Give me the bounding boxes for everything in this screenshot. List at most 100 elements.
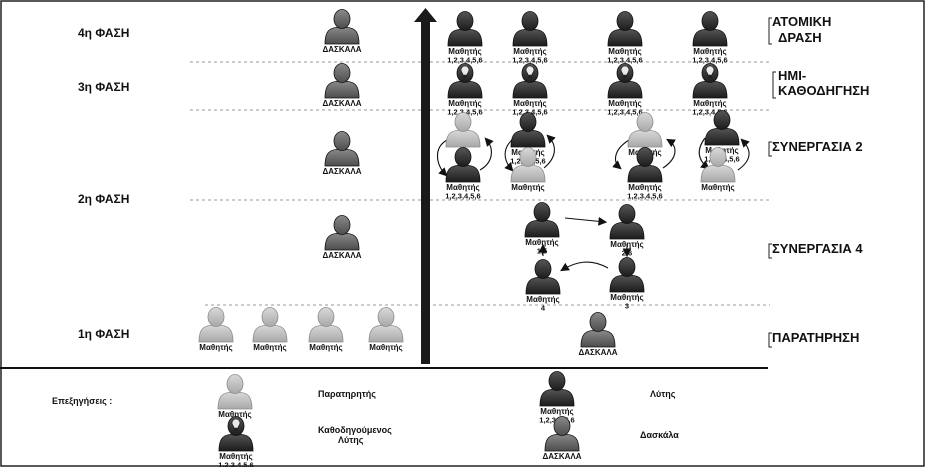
- interaction-arrows: [436, 134, 750, 272]
- student-phase-4-2-head: [521, 11, 539, 31]
- arrow-collab4-top: [564, 216, 608, 226]
- student-collab2-pair2-top-body: [510, 129, 546, 148]
- teacher-collab-2-body: [324, 148, 360, 167]
- arrow-collab4-bottom: [560, 261, 609, 272]
- legend-guided-text-line2: Λύτης: [338, 435, 364, 445]
- student-collab2-pair3-bottom-body: [627, 164, 663, 183]
- student-collab4-3-body: [609, 274, 645, 293]
- teacher-phase-3-body: [324, 80, 360, 99]
- student-collab2-pair1-bottom-caption-1: Μαθητής: [446, 183, 479, 192]
- teacher-phase-1-caption-1: ΔΑΣΚΑΛΑ: [579, 348, 618, 357]
- student-collab4-3-caption-2: 3: [625, 302, 629, 311]
- student-collab2-pair4-top-head: [713, 110, 731, 130]
- category-semi-line1: ΗΜΙ-: [778, 68, 806, 83]
- category-brackets: [768, 17, 776, 348]
- phase-labels: 4η ΦΑΣΗ 3η ΦΑΣΗ 2η ΦΑΣΗ 1η ΦΑΣΗ: [78, 26, 129, 341]
- lightbulb-icon: [705, 65, 715, 76]
- student-collab4-3-head: [618, 257, 636, 277]
- legend: Επεξηγήσεις : Παρατηρητής Λύτης Καθοδηγο…: [52, 389, 679, 445]
- teacher-phase-3-head: [333, 63, 351, 83]
- student-collab2-pair3-bottom-caption-2: 1,2,3,4,5,6: [627, 192, 662, 201]
- student-collab2-pair4-bottom-caption-1: Μαθητής: [701, 183, 734, 192]
- legend-observer-text: Παρατηρητής: [318, 389, 376, 399]
- student-collab2-pair4-top-body: [704, 127, 740, 146]
- teacher-phase-4-body: [324, 26, 360, 45]
- student-collab2-pair2-bottom-head: [519, 147, 537, 167]
- legend-observer-icon-head: [226, 374, 244, 394]
- legend-guided-text-line1: Καθοδηγούμενος: [318, 425, 392, 435]
- student-phase-3-2-body: [512, 80, 548, 99]
- time-axis-arrow: [414, 8, 437, 364]
- student-phase-3-2-caption-2: 1,2,3,4,5,6: [512, 108, 547, 117]
- arrow-pair4-left: [698, 137, 710, 170]
- category-atomic-line2: ΔΡΑΣΗ: [778, 30, 822, 45]
- student-collab4-15-body: [524, 219, 560, 238]
- student-collab4-26-body: [609, 221, 645, 240]
- student-collab4-4-body: [525, 276, 561, 295]
- student-collab2-pair3-top-head: [636, 112, 654, 132]
- student-observer-4-caption-1: Μαθητής: [369, 343, 402, 352]
- student-collab4-26-caption-2: 2,6: [622, 249, 632, 258]
- student-observer-2-head: [261, 307, 279, 327]
- student-collab2-pair1-bottom-body: [445, 164, 481, 183]
- student-collab2-pair1-bottom-head: [454, 147, 472, 167]
- phase-2-label: 2η ΦΑΣΗ: [78, 192, 129, 206]
- student-phase-3-1-caption-2: 1,2,3,4,5,6: [447, 108, 482, 117]
- student-collab4-4-caption-2: 4: [541, 304, 546, 313]
- student-phase-4-1-caption-1: Μαθητής: [448, 47, 481, 56]
- student-phase-3-4-body: [692, 80, 728, 99]
- student-phase-3-1-caption-1: Μαθητής: [448, 99, 481, 108]
- lightbulb-icon: [525, 65, 535, 76]
- student-phase-4-1-body: [447, 28, 483, 47]
- student-observer-4-head: [377, 307, 395, 327]
- phase-1-label: 1η ΦΑΣΗ: [78, 327, 129, 341]
- student-phase-3-4-caption-2: 1,2,3,4,5,6: [692, 108, 727, 117]
- student-observer-3-caption-1: Μαθητής: [309, 343, 342, 352]
- student-phase-4-4-caption-2: 1,2,3,4,5,6: [692, 56, 727, 65]
- student-observer-2-caption-1: Μαθητής: [253, 343, 286, 352]
- student-phase-4-3-caption-2: 1,2,3,4,5,6: [607, 56, 642, 65]
- legend-observer-icon-body: [217, 391, 253, 410]
- legend-teacher-icon-body: [544, 433, 580, 452]
- teacher-collab-2-caption-1: ΔΑΣΚΑΛΑ: [323, 167, 362, 176]
- student-observer-2: Μαθητής: [252, 307, 288, 352]
- teacher-phase-4-head: [333, 9, 351, 29]
- student-phase-4-1-head: [456, 11, 474, 31]
- legend-guided-icon-caption-1: Μαθητής: [219, 452, 252, 461]
- student-collab2-pair1-bottom-caption-2: 1,2,3,4,5,6: [445, 192, 480, 201]
- category-labels: ΑΤΟΜΙΚΗ ΔΡΑΣΗ ΗΜΙ- ΚΑΘΟΔΗΓΗΣΗ ΣΥΝΕΡΓΑΣΙΑ…: [772, 14, 869, 345]
- student-collab4-26-head: [618, 204, 636, 224]
- student-collab2-pair4-bottom: Μαθητής: [700, 147, 736, 192]
- student-phase-3-4-caption-1: Μαθητής: [693, 99, 726, 108]
- student-observer-4-body: [368, 324, 404, 343]
- student-phase-4-4-caption-1: Μαθητής: [693, 47, 726, 56]
- student-collab2-pair2-top-head: [519, 112, 537, 132]
- arrow-pair4-right: [737, 138, 750, 171]
- category-atomic-line1: ΑΤΟΜΙΚΗ: [772, 14, 831, 29]
- lightbulb-icon: [620, 65, 630, 76]
- arrow-pair1-left: [436, 139, 448, 177]
- teacher-collab-4-head: [333, 215, 351, 235]
- student-phase-4-1-caption-2: 1,2,3,4,5,6: [447, 56, 482, 65]
- student-phase-4-4-head: [701, 11, 719, 31]
- student-collab4-26-caption-1: Μαθητής: [610, 240, 643, 249]
- teacher-collab-4-caption-1: ΔΑΣΚΑΛΑ: [323, 251, 362, 260]
- teacher-collab-4-body: [324, 232, 360, 251]
- category-collab4: ΣΥΝΕΡΓΑΣΙΑ 4: [772, 241, 863, 256]
- time-axis-shaft: [421, 20, 430, 364]
- student-phase-4-2-caption-1: Μαθητής: [513, 47, 546, 56]
- student-collab2-pair2-bottom: Μαθητής: [510, 147, 546, 192]
- student-phase-3-2-caption-1: Μαθητής: [513, 99, 546, 108]
- student-collab2-pair2-bottom-caption-1: Μαθητής: [511, 183, 544, 192]
- teacher-collab-2-head: [333, 131, 351, 151]
- legend-teacher-icon-caption-1: ΔΑΣΚΑΛΑ: [543, 452, 582, 461]
- student-observer-4: Μαθητής: [368, 307, 404, 352]
